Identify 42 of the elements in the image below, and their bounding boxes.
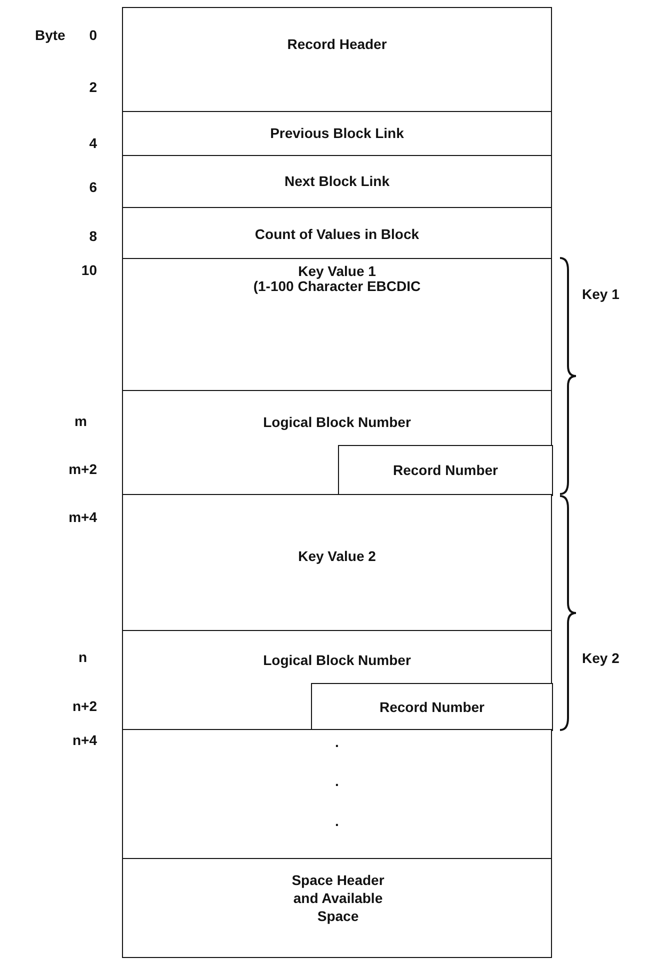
byte-offset: 6 [89,178,97,196]
byte-offset: 4 [89,134,97,152]
field-box [122,858,552,958]
byte-offset: n+4 [72,731,97,749]
sub-field-box [311,683,553,731]
sub-field-box [338,445,553,496]
field-label: (1-100 Character EBCDIC [252,278,422,295]
ellipsis-dot: . [334,812,340,830]
field-box [122,258,552,391]
ellipsis-dot: . [334,733,340,751]
continuation-box [122,729,552,859]
field-label: Record Header [286,35,388,53]
field-label: Space Header and Available Space [290,871,386,925]
byte-offset: n [78,648,87,666]
bracket-label: Key 1 [582,285,620,303]
ellipsis-dot: . [334,772,340,790]
field-box [122,494,552,631]
field-label: Next Block Link [283,172,391,190]
field-box [122,111,552,156]
byte-offset: 8 [89,227,97,245]
field-box [122,7,552,112]
field-box [122,630,552,730]
field-box [122,390,552,495]
byte-offset: 10 [81,261,97,279]
field-label: Record Number [378,698,486,716]
field-label: Previous Block Link [269,124,405,142]
field-label: Logical Block Number [262,651,412,669]
byte-offset: n+2 [72,697,97,715]
byte-offset: 2 [89,78,97,96]
byte-offset: m+2 [68,460,97,478]
bracket-label: Key 2 [582,649,620,667]
field-box [122,207,552,259]
byte-offset: m+4 [68,508,97,526]
byte-offset: m [74,412,87,430]
byte-offset: 0 [89,26,97,44]
field-label: Record Number [392,461,500,479]
field-label: Key Value 2 [297,547,377,565]
axis-title: Byte [35,26,66,44]
field-label: Count of Values in Block [254,225,420,243]
field-label: Key Value 1 [297,262,377,280]
field-box [122,155,552,208]
field-label: Logical Block Number [262,413,412,431]
